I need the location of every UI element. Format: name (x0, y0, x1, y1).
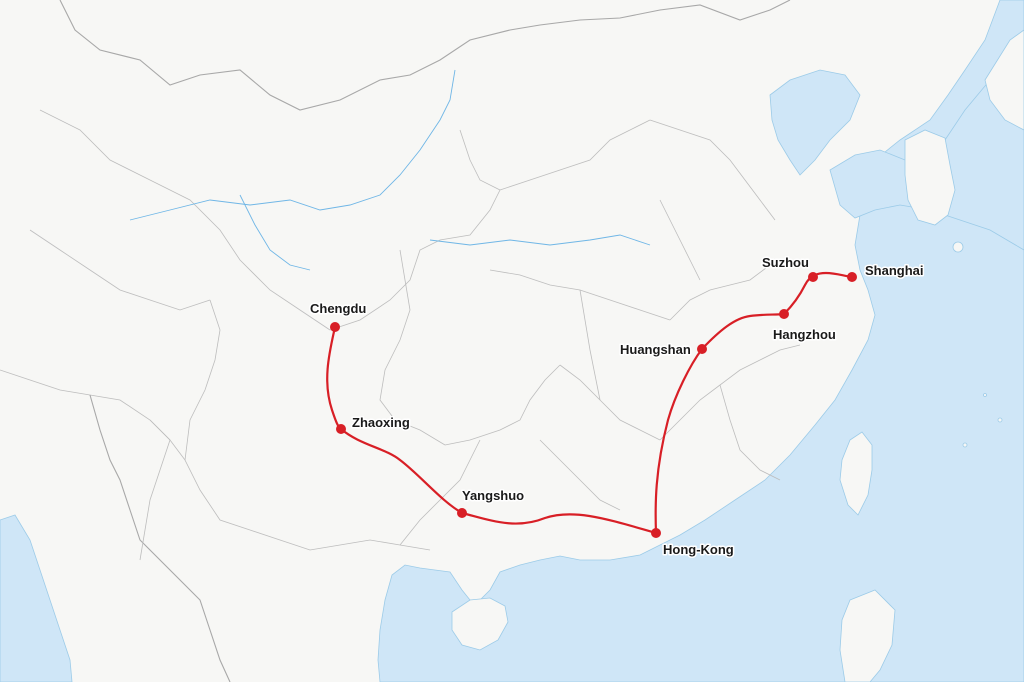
route-line (326, 271, 854, 535)
route-marker (847, 272, 857, 282)
korea-peninsula (904, 129, 956, 226)
rivers (129, 69, 651, 271)
city-label-suzhou: Suzhou (762, 255, 809, 270)
city-label-hangzhou: Hangzhou (773, 327, 836, 342)
city-label-huangshan: Huangshan (620, 342, 691, 357)
city-label-yangshuo: Yangshuo (462, 488, 524, 503)
island (952, 241, 964, 253)
hainan-island (451, 597, 509, 651)
west-sea (0, 514, 73, 682)
route-marker (336, 424, 346, 434)
route-stop-zhaoxing[interactable]: Zhaoxing (336, 414, 411, 434)
route-marker (808, 272, 818, 282)
route-marker (457, 508, 467, 518)
island (962, 442, 968, 448)
route-stop-shanghai[interactable]: Shanghai (847, 262, 925, 282)
route-marker (779, 309, 789, 319)
route-stop-yangshuo[interactable]: Yangshuo (457, 487, 526, 518)
city-label-shanghai: Shanghai (865, 263, 924, 278)
route-stop-hong-kong[interactable]: Hong-Kong (651, 528, 735, 559)
taiwan-island (839, 431, 873, 516)
route-stop-hangzhou[interactable]: Hangzhou (772, 309, 837, 344)
route-marker (651, 528, 661, 538)
philippines-fragment (839, 589, 896, 682)
route-marker (697, 344, 707, 354)
city-label-zhaoxing: Zhaoxing (352, 415, 410, 430)
island (997, 417, 1003, 423)
route-stop-chengdu[interactable]: Chengdu (309, 300, 368, 332)
bohai-sea (769, 69, 861, 176)
route-marker (330, 322, 340, 332)
island (983, 393, 987, 397)
province-borders (0, 0, 801, 682)
yellow-sea (829, 59, 1024, 251)
city-label-hong-kong: Hong-Kong (663, 542, 734, 557)
city-label-chengdu: Chengdu (310, 301, 366, 316)
route-stop-huangshan[interactable]: Huangshan (619, 341, 707, 359)
japan-fragment (984, 29, 1024, 131)
route-stop-suzhou[interactable]: Suzhou (761, 254, 818, 282)
